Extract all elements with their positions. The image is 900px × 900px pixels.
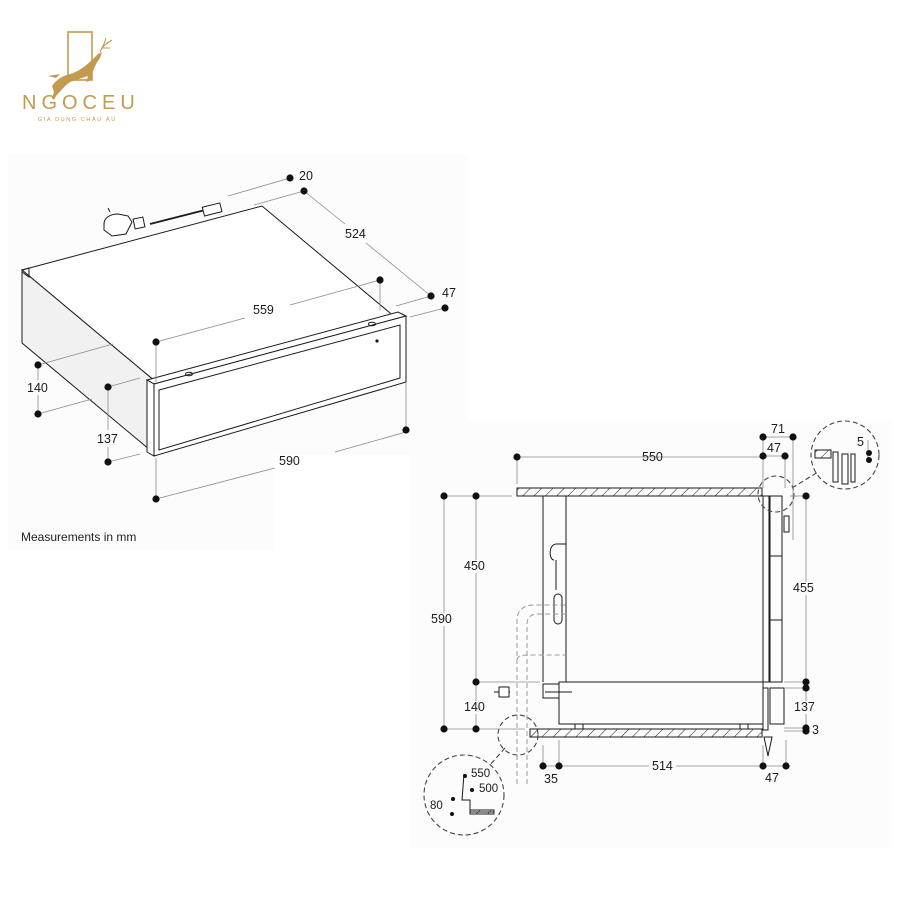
dim-front-height: 137 (97, 432, 118, 446)
dim-inner-depth: 514 (649, 760, 676, 773)
dim-inner-width: 559 (253, 303, 274, 317)
dim-upper-front: 455 (793, 581, 814, 595)
dim-drawer-front: 137 (794, 700, 815, 714)
dim-bottom-gap: 3 (812, 723, 819, 737)
dim-drawer-niche: 140 (464, 700, 485, 714)
dim-front-width: 590 (279, 454, 300, 468)
leaping-deer-icon (48, 31, 113, 100)
dim-worktop-depth: 550 (642, 450, 663, 464)
measurements-caption: Measurements in mm (21, 530, 137, 544)
dim-back-gap: 35 (544, 772, 558, 786)
brand-tagline: GIA DỤNG CHÂU ÂU (38, 117, 117, 123)
dim-body-height: 140 (27, 381, 48, 395)
dim-cable-offset: 20 (299, 169, 313, 183)
dim-gap-detail: 5 (857, 435, 864, 449)
brand-name: NGOCEU (22, 92, 140, 114)
detail-label-side: 80 (430, 800, 443, 812)
dim-front-depth: 47 (442, 286, 456, 300)
dim-niche-height: 590 (431, 612, 452, 626)
detail-label-top: 550 (471, 768, 491, 780)
dim-depth: 524 (345, 227, 366, 241)
dim-front-offset: 47 (765, 771, 779, 785)
detail-label-mid: 500 (479, 783, 499, 795)
dim-upper-height: 450 (464, 559, 485, 573)
dim-overhang: 71 (771, 422, 785, 436)
dim-front-thickness: 47 (767, 441, 781, 455)
